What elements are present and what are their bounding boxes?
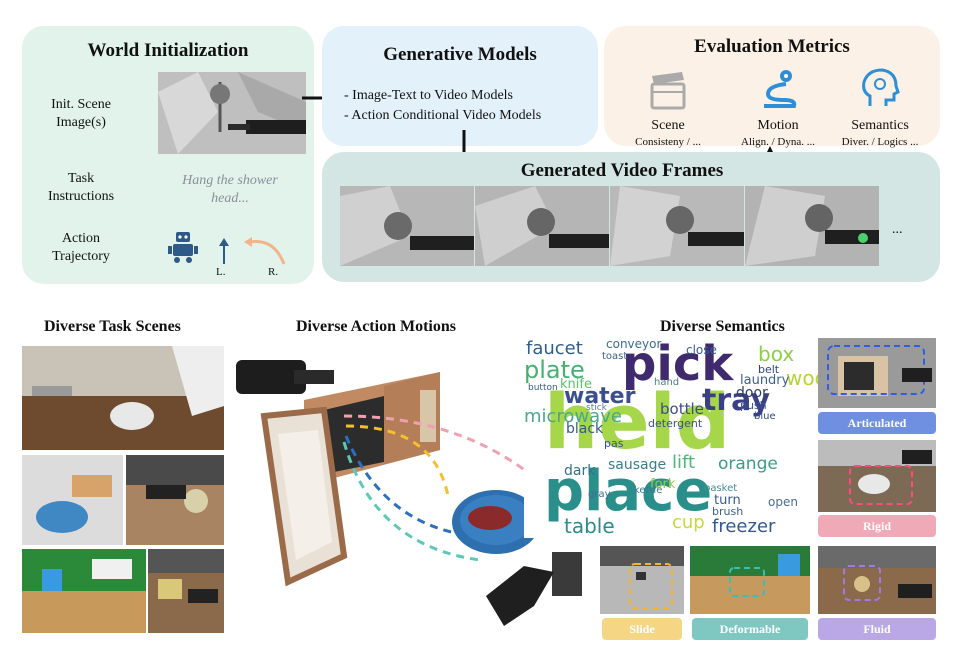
rigid-photo bbox=[818, 440, 936, 512]
world-initialization-title: World Initialization bbox=[87, 40, 249, 61]
slide-photo bbox=[600, 546, 684, 614]
word-close: close bbox=[686, 343, 717, 357]
video-frame-4 bbox=[745, 186, 879, 266]
word-plate: plate bbox=[524, 356, 585, 384]
tag-rigid: Rigid bbox=[818, 515, 936, 537]
word-sausage: sausage bbox=[608, 457, 667, 473]
diverse-semantics-title: Diverse Semantics bbox=[660, 318, 785, 335]
word-pick: pick bbox=[622, 336, 734, 392]
word-blue: blue bbox=[754, 411, 776, 422]
task-instructions-label: Task Instructions bbox=[47, 171, 115, 204]
robot-icon bbox=[168, 230, 198, 264]
word-bottle: bottle bbox=[660, 400, 704, 418]
evaluation-metrics-title: Evaluation Metrics bbox=[694, 36, 850, 57]
task-instruction-text: Hang the shower head... bbox=[182, 173, 278, 206]
word-lift: lift bbox=[672, 452, 696, 473]
word-pas: pas bbox=[604, 437, 624, 450]
word-basket: basket bbox=[704, 483, 738, 494]
task-scene-photo-2 bbox=[22, 455, 123, 545]
word-turn: turn bbox=[714, 493, 741, 508]
diverse-task-scenes-title: Diverse Task Scenes bbox=[44, 318, 181, 335]
word-freezer: freezer bbox=[712, 516, 776, 537]
task-scene-photo-1 bbox=[22, 346, 224, 450]
tag-slide: Slide bbox=[602, 618, 682, 640]
route-icon bbox=[758, 68, 798, 110]
tag-articulated: Articulated bbox=[818, 412, 936, 434]
generated-video-frames-title: Generated Video Frames bbox=[520, 160, 724, 181]
word-belt: belt bbox=[758, 363, 780, 376]
word-knife: knife bbox=[560, 377, 592, 392]
word-detergent: detergent bbox=[648, 417, 703, 430]
generative-item-2: - Action Conditional Video Models bbox=[344, 108, 542, 123]
metric-motion-name: Motion bbox=[757, 118, 799, 133]
frames-ellipsis: ... bbox=[892, 222, 903, 237]
video-frame-3 bbox=[610, 186, 744, 266]
action-motion-illustration bbox=[234, 346, 582, 634]
action-trajectory-label: Action Trajectory bbox=[52, 231, 110, 264]
left-trajectory-label: L. bbox=[216, 266, 226, 278]
word-table: table bbox=[564, 514, 615, 538]
world-initialization-panel: World Initialization Init. Scene Image(s… bbox=[22, 26, 314, 284]
word-held: held bbox=[544, 377, 731, 466]
word-open: open bbox=[768, 495, 798, 509]
tag-deformable: Deformable bbox=[692, 618, 808, 640]
deformable-photo bbox=[690, 546, 810, 614]
evaluation-metrics-panel: Evaluation Metrics Scene Consisteny / ..… bbox=[604, 26, 940, 148]
task-scene-photo-5 bbox=[148, 549, 224, 633]
word-microwave: microwave bbox=[524, 406, 622, 427]
generative-models-panel: Generative Models - Image-Text to Video … bbox=[322, 26, 598, 146]
metric-semantics-name: Semantics bbox=[851, 118, 909, 133]
word-push: push bbox=[740, 399, 767, 412]
word-brush: brush bbox=[712, 505, 744, 518]
task-scene-photo-4 bbox=[22, 549, 146, 633]
word-toast: toast bbox=[602, 351, 628, 362]
word-kettle: kettle bbox=[634, 485, 663, 496]
word-faucet: faucet bbox=[526, 338, 583, 359]
clapperboard-icon bbox=[648, 68, 688, 110]
video-frame-2 bbox=[475, 186, 609, 266]
metric-scene-sub: Consisteny / ... bbox=[635, 136, 701, 148]
diverse-action-motions-title: Diverse Action Motions bbox=[296, 318, 456, 335]
word-laundry: laundry bbox=[740, 373, 790, 388]
word-box: box bbox=[758, 342, 795, 366]
metric-semantics-sub: Diver. / Logics ... bbox=[841, 136, 919, 148]
word-tray: tray bbox=[702, 383, 771, 418]
word-black: black bbox=[566, 421, 604, 437]
left-arrow-icon bbox=[218, 238, 230, 264]
right-trajectory-label: R. bbox=[268, 266, 279, 278]
init-scene-image bbox=[158, 72, 306, 154]
task-scene-photo-3 bbox=[126, 455, 224, 545]
word-gray: gray bbox=[588, 489, 611, 500]
generative-models-title: Generative Models bbox=[383, 44, 537, 65]
word-fork: fork bbox=[650, 477, 676, 492]
brain-head-icon bbox=[860, 68, 900, 110]
word-cup: cup bbox=[672, 512, 705, 533]
semantic-word-cloud: held place pick water tray plate faucet … bbox=[524, 336, 865, 538]
word-place: place bbox=[544, 459, 713, 524]
word-hand: hand bbox=[654, 377, 680, 388]
word-conveyor: conveyor bbox=[606, 337, 662, 351]
word-dark: dark bbox=[564, 463, 596, 479]
word-door: door bbox=[736, 385, 768, 401]
init-scene-label: Init. Scene Image(s) bbox=[51, 97, 111, 130]
articulated-photo bbox=[818, 338, 936, 408]
tag-fluid: Fluid bbox=[818, 618, 936, 640]
word-button: button bbox=[528, 383, 558, 393]
fluid-photo bbox=[818, 546, 936, 614]
word-stick: stick bbox=[586, 403, 607, 413]
curved-trajectory-icon bbox=[244, 232, 288, 266]
generative-item-1: - Image-Text to Video Models bbox=[344, 88, 513, 103]
generated-video-frames-panel: Generated Video Frames ... bbox=[322, 152, 940, 282]
video-frame-1 bbox=[340, 186, 474, 266]
shower-scene-illustration bbox=[158, 72, 306, 154]
word-water: water bbox=[564, 384, 636, 409]
word-orange: orange bbox=[718, 454, 778, 474]
metric-scene-name: Scene bbox=[651, 118, 685, 133]
metric-motion-sub: Align. / Dyna. ... bbox=[741, 136, 815, 148]
